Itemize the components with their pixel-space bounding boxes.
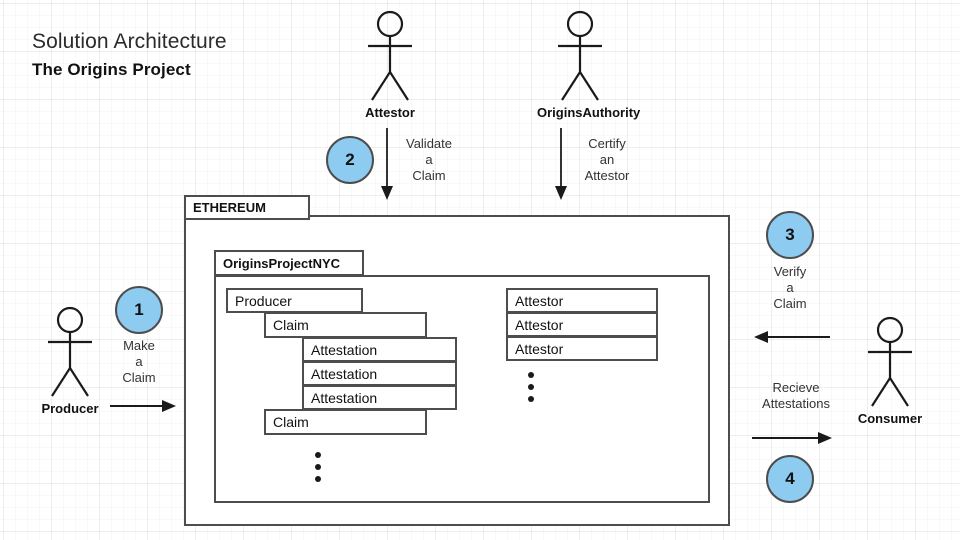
arrow-recieve-attestations xyxy=(752,432,832,444)
page-title: Solution Architecture xyxy=(32,30,227,53)
flow-label-certify-line1: Certify xyxy=(588,136,626,151)
actor-originsauthority: OriginsAuthority xyxy=(537,10,641,120)
flow-label-1-line1: Make xyxy=(123,338,155,353)
flow-label-2-line3: Claim xyxy=(412,168,446,183)
ellipsis-dot xyxy=(315,452,321,458)
ellipsis-dot xyxy=(315,476,321,482)
ellipsis-right xyxy=(528,372,538,408)
flow-badge-3[interactable]: 3 xyxy=(766,211,814,259)
flow-label-1: Make a Claim xyxy=(108,338,170,386)
flow-label-2: Validate a Claim xyxy=(398,136,460,184)
flow-label-3-line2: a xyxy=(786,280,794,295)
actor-label-producer: Producer xyxy=(41,401,99,416)
flow-badge-4[interactable]: 4 xyxy=(766,455,814,503)
entity-box-attestor: Attestor xyxy=(506,336,658,361)
ellipsis-dot xyxy=(315,464,321,470)
flow-badge-2[interactable]: 2 xyxy=(326,136,374,184)
flow-label-3: Verify a Claim xyxy=(759,264,821,312)
flow-label-3-line3: Claim xyxy=(773,296,807,311)
entity-box-attestation: Attestation xyxy=(302,361,457,386)
actor-label-attestor: Attestor xyxy=(365,105,415,120)
actor-label-originsauthority: OriginsAuthority xyxy=(537,105,641,120)
arrow-validate-claim xyxy=(381,128,393,200)
entity-box-attestor: Attestor xyxy=(506,288,658,313)
actor-producer: Producer xyxy=(27,306,113,416)
flow-label-certify: Certify an Attestor xyxy=(572,136,642,184)
flow-label-4: Recieve Attestations xyxy=(744,380,848,412)
flow-label-3-line1: Verify xyxy=(773,264,807,279)
entity-box-attestation: Attestation xyxy=(302,337,457,362)
stick-figure-icon xyxy=(368,10,412,101)
entity-box-claim-2: Claim xyxy=(264,409,427,435)
ellipsis-dot xyxy=(528,396,534,402)
flow-label-2-line2: a xyxy=(425,152,433,167)
entity-box-producer: Producer xyxy=(226,288,363,313)
flow-label-certify-line2: an xyxy=(599,152,615,167)
ellipsis-dot xyxy=(528,372,534,378)
stick-figure-icon xyxy=(868,316,912,407)
ellipsis-dot xyxy=(528,384,534,390)
flow-label-1-line2: a xyxy=(135,354,143,369)
entity-box-attestor: Attestor xyxy=(506,312,658,337)
arrow-make-claim xyxy=(110,400,176,412)
flow-label-certify-line3: Attestor xyxy=(584,168,630,183)
arrow-certify-attestor xyxy=(555,128,567,200)
stick-figure-icon xyxy=(48,306,92,397)
arrow-verify-claim xyxy=(754,331,830,343)
flow-label-2-line1: Validate xyxy=(405,136,452,151)
actor-consumer: Consumer xyxy=(847,316,933,426)
entity-box-attestation: Attestation xyxy=(302,385,457,410)
page-subtitle: The Origins Project xyxy=(32,60,191,79)
ellipsis-left xyxy=(315,452,325,488)
flow-label-4-line1: Recieve xyxy=(772,380,820,395)
entity-box-claim-1: Claim xyxy=(264,312,427,338)
container-tab-originsprojectnyc: OriginsProjectNYC xyxy=(214,250,364,276)
stick-figure-icon xyxy=(558,10,602,101)
actor-attestor: Attestor xyxy=(347,10,433,120)
flow-label-4-line2: Attestations xyxy=(762,396,830,411)
container-tab-ethereum: ETHEREUM xyxy=(184,195,310,220)
flow-label-1-line3: Claim xyxy=(122,370,156,385)
flow-badge-1[interactable]: 1 xyxy=(115,286,163,334)
actor-label-consumer: Consumer xyxy=(857,411,923,426)
